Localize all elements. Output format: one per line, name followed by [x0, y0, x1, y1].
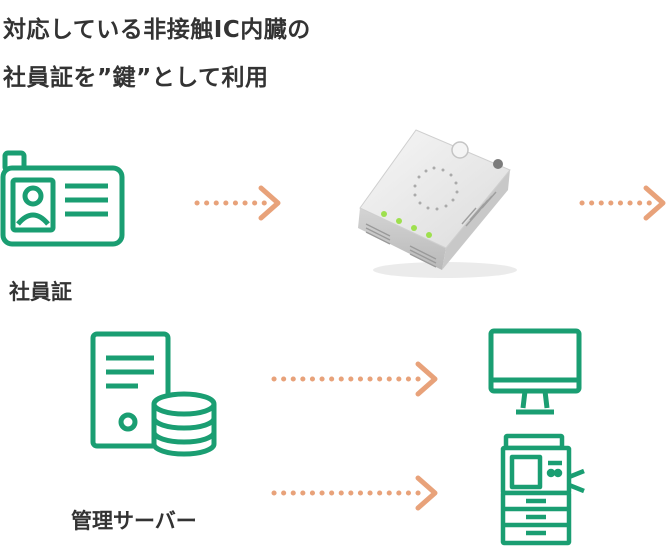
multifunction-printer-icon	[498, 433, 590, 548]
headline: 対応している非接触IC内臓の 社員証を”鍵”として利用	[3, 6, 311, 102]
management-server-icon	[88, 330, 218, 460]
headline-line-1: 対応している非接触IC内臓の	[3, 17, 311, 43]
dotted-arrow-icon	[194, 183, 285, 223]
dotted-arrow-icon	[579, 183, 667, 223]
id-card-label: 社員証	[9, 280, 72, 304]
desktop-monitor-icon	[488, 328, 584, 418]
dotted-arrow-icon	[271, 473, 442, 513]
employee-id-card-icon	[0, 150, 130, 250]
dotted-arrow-icon	[271, 359, 442, 399]
server-label: 管理サーバー	[71, 509, 197, 533]
headline-line-2: 社員証を”鍵”として利用	[3, 65, 269, 91]
ic-card-reader-device	[350, 120, 520, 290]
